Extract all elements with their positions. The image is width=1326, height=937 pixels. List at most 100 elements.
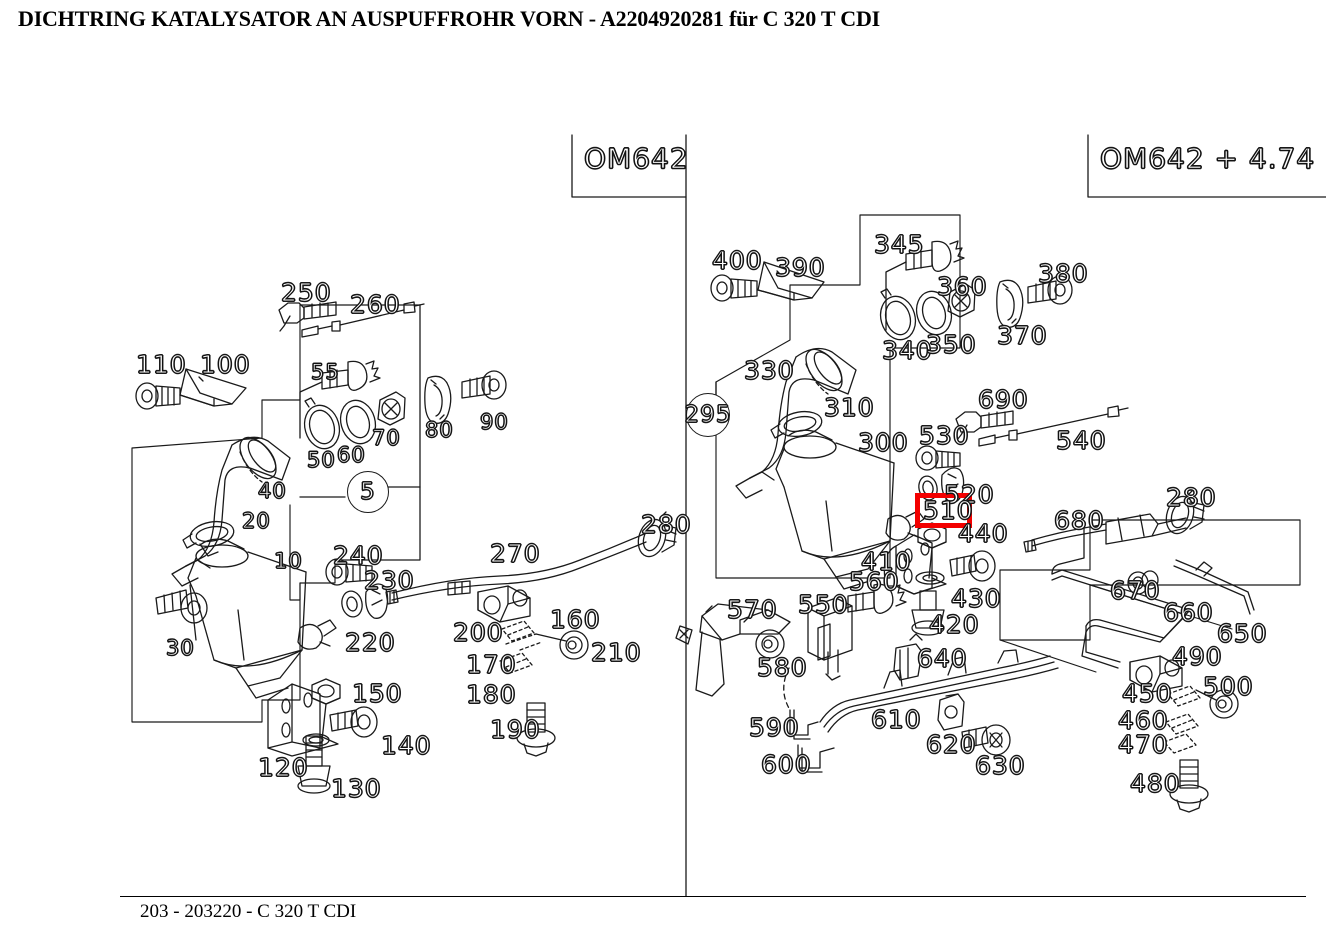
callout-200-left[interactable]: 200 — [452, 618, 504, 647]
callout-190-left[interactable]: 190 — [489, 715, 541, 744]
callout-80-left[interactable]: 80 — [424, 418, 454, 442]
callout-90-left[interactable]: 90 — [479, 410, 509, 434]
callout-410-right[interactable]: 410 — [860, 547, 912, 576]
part-630-bolt — [961, 724, 1011, 756]
callout-60-left[interactable]: 60 — [336, 443, 366, 467]
callout-440-right[interactable]: 440 — [957, 519, 1009, 548]
callout-120-left[interactable]: 120 — [257, 753, 309, 782]
callout-660-right[interactable]: 660 — [1162, 598, 1214, 627]
page-title: DICHTRING KATALYSATOR AN AUSPUFFROHR VOR… — [18, 6, 881, 31]
part-570-heat-shield — [675, 603, 791, 697]
callout-530-right[interactable]: 530 — [918, 421, 970, 450]
callout-100-left[interactable]: 100 — [199, 350, 251, 379]
callout-230-left[interactable]: 230 — [363, 566, 415, 595]
callout-450-right[interactable]: 450 — [1121, 679, 1173, 708]
part-150-nut — [311, 678, 341, 741]
callout-330-right[interactable]: 330 — [743, 356, 795, 385]
callout-280-right[interactable]: 280 — [1165, 483, 1217, 512]
leader-345 — [885, 261, 907, 331]
part-430-bolt — [949, 550, 996, 582]
callout-350-right[interactable]: 350 — [925, 330, 977, 359]
callout-590-right[interactable]: 590 — [748, 713, 800, 742]
callout-180-left[interactable]: 180 — [465, 680, 517, 709]
callout-30-left[interactable]: 30 — [165, 636, 195, 660]
callout-520-right[interactable]: 520 — [943, 480, 995, 509]
callout-470-right[interactable]: 470 — [1117, 730, 1169, 759]
callout-40-left[interactable]: 40 — [257, 479, 287, 503]
callout-240-left[interactable]: 240 — [332, 541, 384, 570]
part-230-lock-washer — [365, 583, 389, 619]
part-380-bolt — [1027, 275, 1073, 305]
callout-140-left[interactable]: 140 — [380, 731, 432, 760]
callout-270-left[interactable]: 270 — [489, 539, 541, 568]
part-530-bolt — [915, 445, 961, 471]
callout-370-right[interactable]: 370 — [996, 321, 1048, 350]
callout-640-right[interactable]: 640 — [916, 644, 968, 673]
callout-620-right[interactable]: 620 — [925, 730, 977, 759]
callout-570-right[interactable]: 570 — [726, 595, 778, 624]
callout-630-right[interactable]: 630 — [974, 751, 1026, 780]
callout-50-left[interactable]: 50 — [306, 448, 336, 472]
callout-110-left[interactable]: 110 — [135, 350, 187, 379]
callout-580-right[interactable]: 580 — [756, 653, 808, 682]
callout-170-left[interactable]: 170 — [465, 650, 517, 679]
callout-490-right[interactable]: 490 — [1171, 642, 1223, 671]
part-310-clamp — [770, 410, 823, 439]
callout-390-right[interactable]: 390 — [774, 253, 826, 282]
callout-345-right[interactable]: 345 — [873, 230, 925, 259]
callout-680-right[interactable]: 680 — [1053, 506, 1105, 535]
callout-610-right[interactable]: 610 — [870, 705, 922, 734]
part-360-clamp-nut — [947, 283, 976, 318]
callout-260-left[interactable]: 260 — [349, 290, 401, 319]
part-40-front-pipe — [171, 436, 291, 587]
callout-650-right[interactable]: 650 — [1216, 619, 1268, 648]
callout-550-right[interactable]: 550 — [797, 590, 849, 619]
part-660-fuel-lines — [1051, 569, 1191, 669]
part-60-gasket — [339, 399, 377, 445]
group-ref-295[interactable]: 295 — [684, 393, 731, 437]
callout-300-right[interactable]: 300 — [857, 428, 909, 457]
part-240-bolt — [325, 558, 373, 586]
panel-right-outer — [715, 214, 961, 579]
callout-420-right[interactable]: 420 — [928, 610, 980, 639]
part-80-gasket — [424, 375, 452, 424]
part-70-clamp-nut — [377, 391, 406, 426]
callout-160-left[interactable]: 160 — [549, 605, 601, 634]
callout-690-right[interactable]: 690 — [977, 385, 1029, 414]
callout-70-left[interactable]: 70 — [371, 426, 401, 450]
callout-400-right[interactable]: 400 — [711, 246, 763, 275]
callout-150-left[interactable]: 150 — [351, 679, 403, 708]
callout-130-left[interactable]: 130 — [330, 774, 382, 803]
callout-360-right[interactable]: 360 — [936, 272, 988, 301]
callout-20-left[interactable]: 20 — [241, 509, 271, 533]
callout-540-right[interactable]: 540 — [1055, 426, 1107, 455]
part-20-clamp — [182, 520, 235, 557]
callout-430-right[interactable]: 430 — [950, 584, 1002, 613]
callout-210-left[interactable]: 210 — [590, 638, 642, 667]
variant-frame-left — [571, 134, 687, 198]
part-460-hardware — [1165, 713, 1199, 735]
callout-220-left[interactable]: 220 — [344, 628, 396, 657]
callout-280-left[interactable]: 280 — [640, 510, 692, 539]
callout-460-right[interactable]: 460 — [1117, 706, 1169, 735]
callout-500-right[interactable]: 500 — [1202, 672, 1254, 701]
callout-560-right[interactable]: 560 — [848, 567, 900, 596]
part-30-bolt — [155, 589, 208, 624]
callout-55-left[interactable]: 55 — [310, 360, 340, 384]
part-190-rubber-mount — [516, 702, 556, 757]
group-ref-5[interactable]: 5 — [347, 471, 389, 513]
callout-480-right[interactable]: 480 — [1129, 769, 1181, 798]
callout-600-right[interactable]: 600 — [760, 750, 812, 779]
part-260-sensor-cable — [301, 301, 425, 338]
callout-340-right[interactable]: 340 — [881, 336, 933, 365]
callout-250-left[interactable]: 250 — [280, 278, 332, 307]
callout-670-right[interactable]: 670 — [1109, 576, 1161, 605]
part-55-bolt — [321, 360, 381, 391]
callout-10-left[interactable]: 10 — [273, 549, 303, 573]
part-690-oxygen-sensor — [955, 410, 1014, 441]
callout-310-right[interactable]: 310 — [823, 393, 875, 422]
part-10-catalytic-converter — [187, 538, 337, 699]
callout-380-right[interactable]: 380 — [1037, 259, 1089, 288]
part-560-bolt — [847, 583, 907, 614]
callout-510-right[interactable]: 510 — [922, 496, 974, 525]
